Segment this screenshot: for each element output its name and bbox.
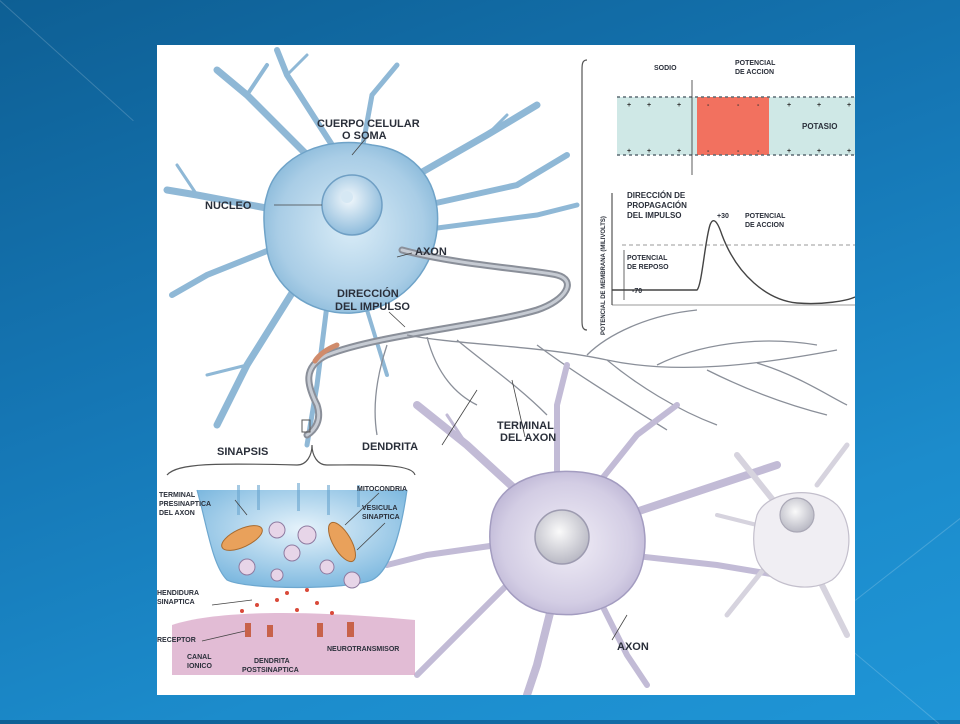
svg-text:-: - — [707, 148, 710, 155]
svg-text:POTENCIAL DE MEMBRANA (MILIVOL: POTENCIAL DE MEMBRANA (MILIVOLTS) — [601, 216, 607, 335]
svg-text:DEL IMPULSO: DEL IMPULSO — [627, 211, 682, 220]
third-neuron — [715, 442, 850, 638]
svg-text:POSTSINAPTICA: POSTSINAPTICA — [242, 667, 299, 674]
svg-text:NEUROTRANSMISOR: NEUROTRANSMISOR — [327, 646, 399, 653]
svg-text:DENDRITA: DENDRITA — [362, 441, 418, 453]
upper-nucleus — [321, 174, 383, 236]
neuron-diagram-image: + + + - - - + + + + + + - - - + + + — [157, 45, 855, 695]
svg-text:+30: +30 — [717, 213, 729, 220]
svg-text:+: + — [817, 148, 821, 155]
svg-text:+: + — [847, 102, 851, 109]
svg-text:CANAL: CANAL — [187, 654, 212, 661]
background-decor-line — [855, 513, 960, 601]
svg-text:HENDIDURA: HENDIDURA — [157, 590, 199, 597]
svg-text:+: + — [677, 102, 681, 109]
svg-text:POTENCIAL: POTENCIAL — [735, 60, 776, 67]
upper-neuron-dendrites — [163, 47, 580, 448]
svg-text:DEL IMPULSO: DEL IMPULSO — [335, 301, 410, 313]
svg-text:SINAPSIS: SINAPSIS — [217, 446, 268, 458]
lower-nucleus — [534, 509, 590, 565]
leader-lines — [201, 136, 628, 642]
svg-text:+: + — [677, 148, 681, 155]
svg-text:PROPAGACIÓN: PROPAGACIÓN — [627, 201, 687, 210]
diagram-labels: CUERPO CELULAR O SOMA NUCLEO AXON DIRECC… — [157, 60, 837, 674]
svg-text:-: - — [737, 102, 740, 109]
svg-text:+: + — [787, 148, 791, 155]
svg-text:-: - — [757, 148, 760, 155]
svg-text:DE REPOSO: DE REPOSO — [627, 264, 669, 271]
synapse-inset — [166, 419, 416, 675]
svg-text:RECEPTOR: RECEPTOR — [157, 637, 196, 644]
svg-text:SODIO: SODIO — [654, 65, 677, 72]
neuron-diagram: + + + - - - + + + + + + - - - + + + — [157, 47, 855, 695]
svg-text:+: + — [627, 102, 631, 109]
svg-text:+: + — [647, 148, 651, 155]
svg-text:+: + — [647, 102, 651, 109]
svg-text:-: - — [707, 102, 710, 109]
svg-text:TERMINAL: TERMINAL — [497, 420, 554, 432]
svg-text:-: - — [737, 148, 740, 155]
svg-text:O SOMA: O SOMA — [342, 130, 387, 142]
svg-text:POTASIO: POTASIO — [802, 122, 837, 131]
svg-text:VESICULA: VESICULA — [362, 505, 397, 512]
svg-text:IONICO: IONICO — [187, 663, 212, 670]
svg-text:AXON: AXON — [415, 246, 447, 258]
svg-text:DEL AXON: DEL AXON — [500, 432, 556, 444]
svg-text:DENDRITA: DENDRITA — [254, 658, 290, 665]
background-decor-line — [0, 0, 134, 122]
svg-text:NUCLEO: NUCLEO — [205, 200, 252, 212]
svg-text:AXON: AXON — [617, 641, 649, 653]
svg-text:SINAPTICA: SINAPTICA — [362, 514, 400, 521]
action-potential-inset: + + + - - - + + + + + + - - - + + + — [581, 59, 855, 331]
lower-neuron-dendrites — [384, 362, 781, 695]
svg-text:DE ACCION: DE ACCION — [745, 222, 784, 229]
svg-text:DIRECCIÓN: DIRECCIÓN — [337, 287, 399, 300]
svg-text:DE ACCION: DE ACCION — [735, 69, 774, 76]
svg-text:-: - — [757, 102, 760, 109]
svg-text:-70: -70 — [632, 288, 642, 295]
svg-text:POTENCIAL: POTENCIAL — [745, 213, 786, 220]
upper-nucleolus — [341, 191, 353, 203]
svg-text:POTENCIAL: POTENCIAL — [627, 255, 668, 262]
svg-text:DEL AXON: DEL AXON — [159, 510, 195, 517]
svg-text:+: + — [627, 148, 631, 155]
svg-text:+: + — [847, 148, 851, 155]
svg-text:CUERPO CELULAR: CUERPO CELULAR — [317, 118, 420, 130]
svg-text:PRESINAPTICA: PRESINAPTICA — [159, 501, 211, 508]
axon — [303, 246, 571, 439]
svg-text:+: + — [787, 102, 791, 109]
svg-text:MITOCONDRIA: MITOCONDRIA — [357, 486, 407, 493]
svg-text:DIRECCIÓN DE: DIRECCIÓN DE — [627, 191, 686, 200]
svg-text:+: + — [817, 102, 821, 109]
svg-text:SINAPTICA: SINAPTICA — [157, 599, 195, 606]
svg-text:TERMINAL: TERMINAL — [159, 492, 196, 499]
